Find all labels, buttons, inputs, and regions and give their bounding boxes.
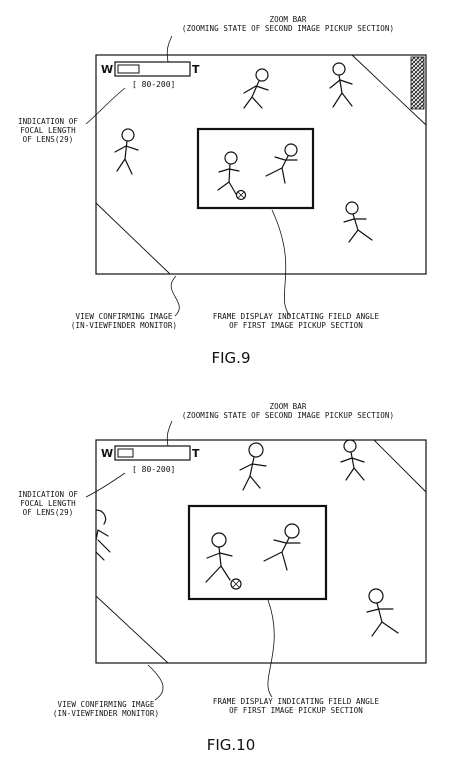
fig9-person-1 bbox=[243, 68, 269, 109]
fig9-focal-range: [ 80-200] bbox=[132, 80, 176, 89]
fig9-frame-display-label: FRAME DISPLAY INDICATING FIELD ANGLE OF … bbox=[212, 312, 380, 330]
fig10-person-5 bbox=[263, 523, 301, 571]
fig10-person-3 bbox=[95, 509, 111, 561]
fig10-frame-display-label: FRAME DISPLAY INDICATING FIELD ANGLE OF … bbox=[212, 697, 380, 715]
fig9-person-6 bbox=[343, 201, 373, 243]
fig9-leader-lines bbox=[85, 35, 291, 317]
fig10-zoom-bar bbox=[114, 445, 191, 461]
fig9-zoom-bar bbox=[114, 61, 191, 77]
fig9-view-confirm-label: VIEW CONFIRMING IMAGE (IN-VIEWFINDER MON… bbox=[70, 312, 178, 330]
fig10-zoom-bar-fill bbox=[117, 448, 134, 458]
fig10-person-4 bbox=[205, 532, 233, 583]
fig10-tele-label: T bbox=[192, 447, 200, 460]
fig9-frame-display bbox=[196, 127, 315, 210]
fig10-frame-display bbox=[187, 504, 328, 601]
fig10-caption: FIG.10 bbox=[206, 736, 256, 754]
fig10-person-6 bbox=[366, 588, 399, 637]
fig10-person-1 bbox=[239, 442, 267, 491]
fig10-focal-length-label: INDICATION OF FOCAL LENGTH OF LENS(29) bbox=[18, 490, 78, 517]
fig9-viewfinder-screen bbox=[95, 54, 427, 275]
fig9-wide-label: W bbox=[101, 63, 114, 76]
fig9-zoom-bar-fill bbox=[117, 64, 140, 74]
fig9-tele-label: T bbox=[192, 63, 200, 76]
fig10-ball-icon bbox=[230, 578, 242, 590]
fig9-stick-figures bbox=[114, 62, 373, 243]
fig10-view-confirm-label: VIEW CONFIRMING IMAGE (IN-VIEWFINDER MON… bbox=[52, 700, 160, 718]
fig9-person-3 bbox=[114, 128, 139, 175]
fig9-ball-icon bbox=[235, 189, 247, 201]
fig10-leader-lines bbox=[85, 420, 275, 701]
fig9-person-2 bbox=[329, 62, 353, 108]
fig9-caption: FIG.9 bbox=[211, 349, 251, 367]
fig10-person-2 bbox=[340, 439, 365, 481]
fig9-focal-length-label: INDICATION OF FOCAL LENGTH OF LENS(29) bbox=[18, 117, 78, 144]
fig9-zoom-bar-label: ZOOM BAR (ZOOMING STATE OF SECOND IMAGE … bbox=[181, 15, 395, 33]
fig9-person-5 bbox=[265, 143, 298, 184]
fig10-wide-label: W bbox=[101, 447, 114, 460]
fig10-stick-figures bbox=[95, 439, 399, 637]
fig10-zoom-bar-label: ZOOM BAR (ZOOMING STATE OF SECOND IMAGE … bbox=[181, 402, 395, 420]
fig9-person-4 bbox=[217, 151, 240, 195]
fig10-focal-range: [ 80-200] bbox=[132, 465, 176, 474]
fig9-hatched-block bbox=[410, 56, 425, 110]
